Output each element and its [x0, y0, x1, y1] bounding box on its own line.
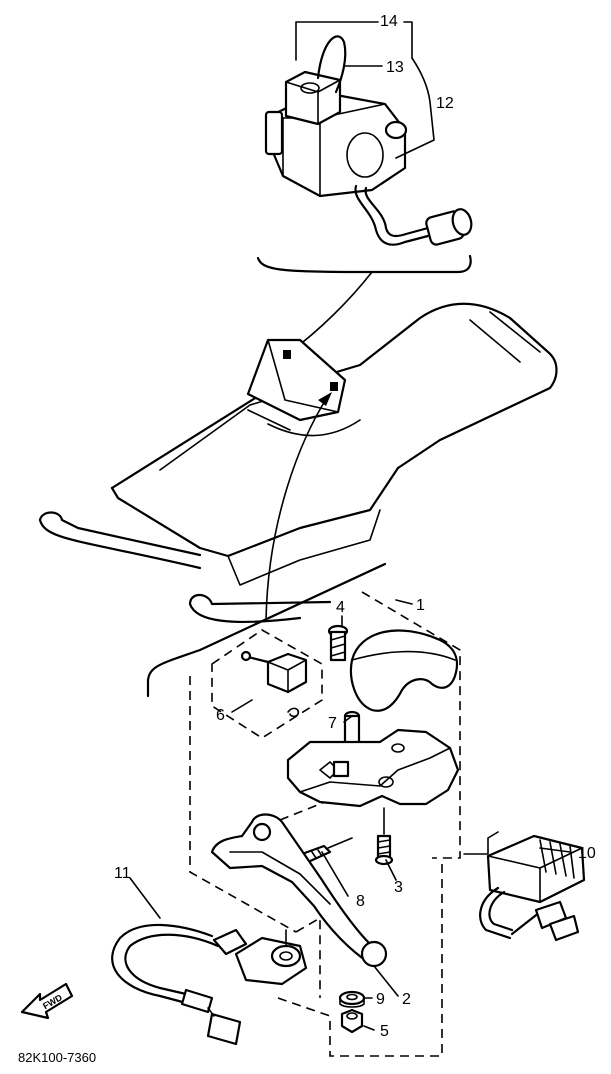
callout-2: 2 — [402, 991, 411, 1008]
attachment-marker — [283, 350, 291, 359]
callout-6: 6 — [216, 707, 225, 724]
callout-7: 7 — [328, 715, 337, 732]
callout-10: 10 — [578, 845, 596, 862]
part-3-bolt — [374, 807, 394, 866]
callout-13: 13 — [386, 59, 404, 76]
lever-cover — [349, 629, 459, 712]
part-4-screw — [327, 624, 349, 662]
attachment-marker — [330, 382, 338, 391]
part-11-brake-switch — [111, 923, 308, 1046]
callout-leader-lines — [129, 21, 571, 1031]
part-6-switch — [240, 650, 308, 718]
callout-9: 9 — [376, 991, 385, 1008]
leader-arrowhead — [318, 392, 332, 406]
part-9-washer — [338, 990, 366, 1008]
callout-14: 14 — [380, 13, 398, 30]
figure-code: 82K100-7360 — [18, 1050, 96, 1065]
callout-11: 11 — [114, 865, 131, 882]
housing-leader-line — [289, 271, 373, 353]
lever-leader-line — [265, 395, 329, 621]
forward-arrow-icon: FWD — [20, 982, 74, 1020]
callout-4: 4 — [336, 599, 345, 616]
snowmobile-outline — [38, 302, 558, 624]
assembly-bracket — [146, 562, 387, 698]
lever-bracket-plate — [286, 728, 460, 808]
switch-housing-assembly — [264, 35, 473, 246]
callout-5: 5 — [380, 1023, 389, 1040]
callout-8: 8 — [356, 893, 365, 910]
callout-3: 3 — [394, 879, 403, 896]
part-5-nut — [340, 1008, 364, 1034]
part-2-brake-lever — [210, 813, 388, 968]
part-10-control-unit — [479, 834, 586, 942]
callout-1: 1 — [416, 597, 425, 614]
housing-bracket — [256, 254, 472, 274]
group-boundary-lines — [189, 591, 461, 1057]
part-8-screw — [300, 837, 353, 864]
callout-12: 12 — [436, 95, 454, 112]
